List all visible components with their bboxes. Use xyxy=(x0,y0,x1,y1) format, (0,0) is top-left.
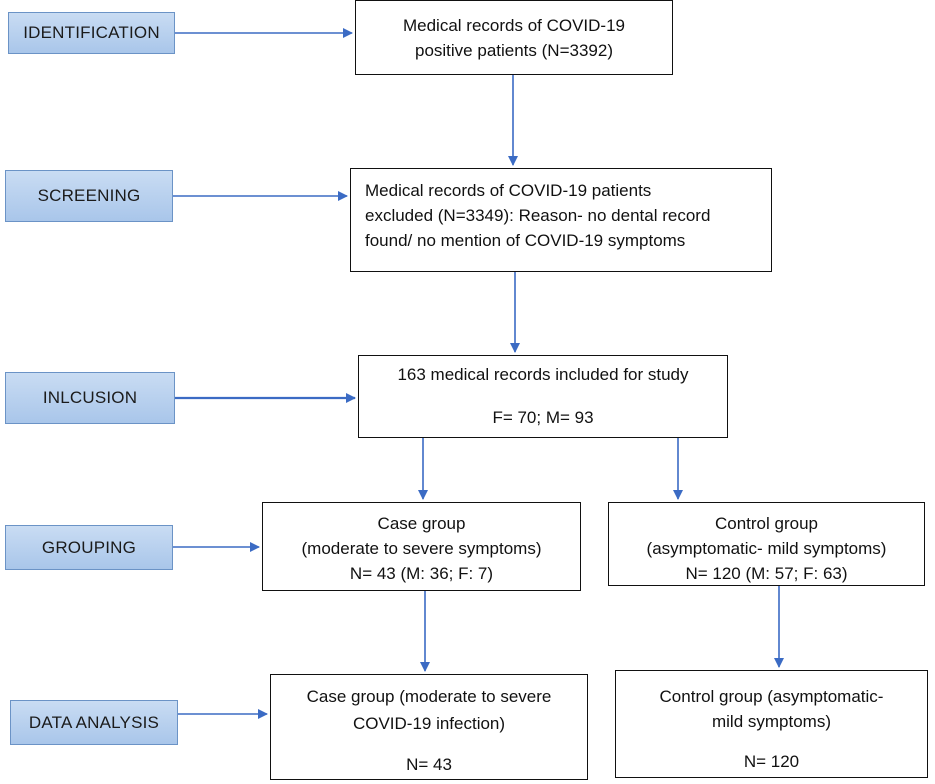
case-analysis-line-1: Case group (moderate to severe xyxy=(306,687,552,706)
stage-data-analysis: DATA ANALYSIS xyxy=(10,700,178,745)
stage-identification: IDENTIFICATION xyxy=(8,12,175,54)
control-group-line-1: Control group xyxy=(714,514,818,533)
stage-grouping: GROUPING xyxy=(5,525,173,570)
control-analysis-line-2: mild symptoms) xyxy=(711,712,831,731)
identified-line-2: positive patients (N=3392) xyxy=(415,41,613,60)
identified-records-box: Medical records of COVID-19 positive pat… xyxy=(355,0,673,75)
excluded-line-1: Medical records of COVID-19 patients xyxy=(365,181,652,200)
control-analysis-n: N= 120 xyxy=(743,752,800,771)
excluded-line-3: found/ no mention of COVID-19 symptoms xyxy=(365,231,686,250)
included-line-2: F= 70; M= 93 xyxy=(492,408,594,427)
excluded-line-2: excluded (N=3349): Reason- no dental rec… xyxy=(365,206,711,225)
excluded-records-box: Medical records of COVID-19 patients exc… xyxy=(350,168,772,272)
case-analysis-box: Case group (moderate to severe COVID-19 … xyxy=(270,674,588,780)
control-analysis-line-1: Control group (asymptomatic- xyxy=(659,687,884,706)
case-analysis-n: N= 43 xyxy=(406,755,452,774)
case-group-line-2: (moderate to severe symptoms) xyxy=(301,539,542,558)
included-records-box: 163 medical records included for study F… xyxy=(358,355,728,438)
control-group-box: Control group (asymptomatic- mild sympto… xyxy=(608,502,925,586)
case-group-box: Case group (moderate to severe symptoms)… xyxy=(262,502,581,591)
stage-inclusion: INLCUSION xyxy=(5,372,175,424)
identified-line-1: Medical records of COVID-19 xyxy=(402,16,626,35)
stage-screening: SCREENING xyxy=(5,170,173,222)
control-analysis-box: Control group (asymptomatic- mild sympto… xyxy=(615,670,928,778)
case-analysis-line-2: COVID-19 infection) xyxy=(352,714,506,733)
case-group-line-1: Case group xyxy=(377,514,466,533)
included-line-1: 163 medical records included for study xyxy=(397,365,689,384)
case-group-line-3: N= 43 (M: 36; F: 7) xyxy=(349,564,494,583)
control-group-line-3: N= 120 (M: 57; F: 63) xyxy=(685,564,848,583)
control-group-line-2: (asymptomatic- mild symptoms) xyxy=(646,539,887,558)
